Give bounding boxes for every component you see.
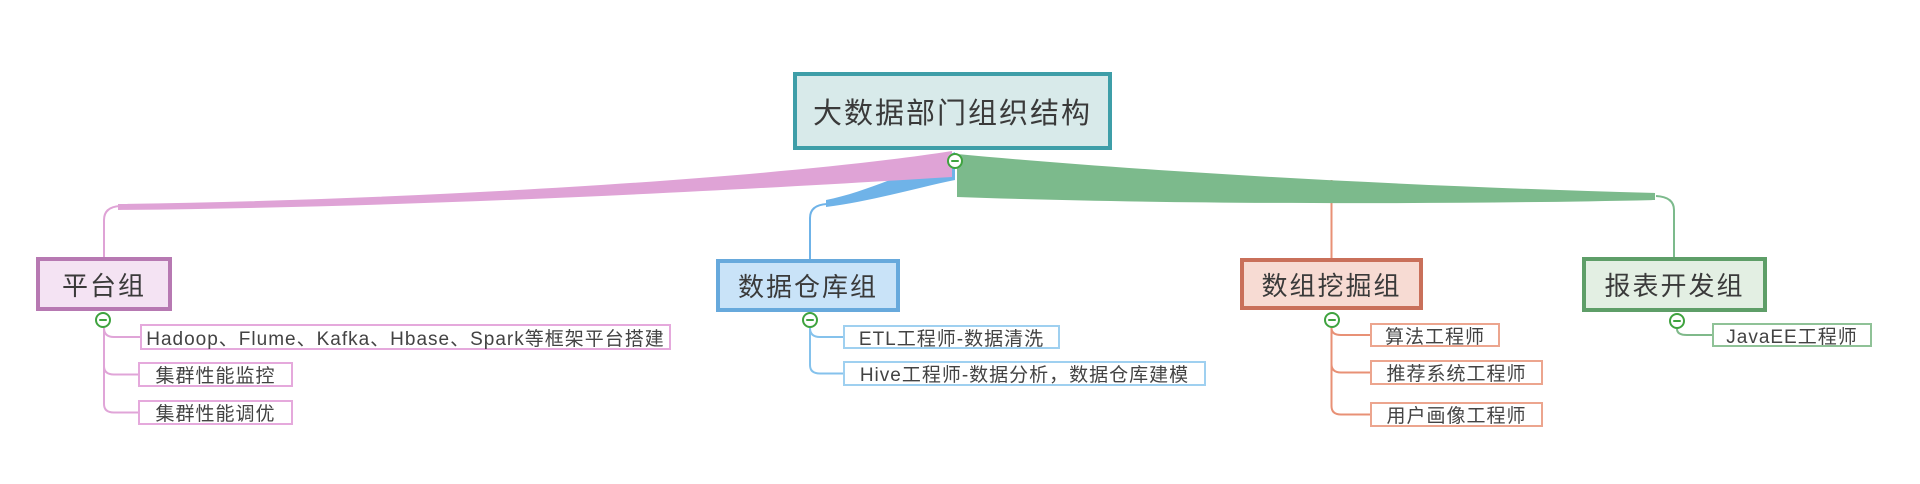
branch-ribbon-warehouse [826, 152, 955, 207]
collapse-button-mining[interactable] [1324, 312, 1340, 328]
leaf-node-platform-3[interactable]: 集群性能调优 [138, 400, 293, 425]
elbow-warehouse-1 [809, 327, 843, 338]
leaf-node-platform-1[interactable]: Hadoop、Flume、Kafka、Hbase、Spark等框架平台搭建 [140, 324, 671, 350]
branch-ribbon-platform [118, 151, 952, 210]
leaf-node-platform-2[interactable]: 集群性能监控 [138, 362, 293, 387]
branch-node-report[interactable]: 报表开发组 [1582, 257, 1767, 312]
elbow-platform-3 [103, 328, 138, 414]
collapse-button-platform[interactable] [95, 312, 111, 328]
leaf-node-report-1[interactable]: JavaEE工程师 [1712, 323, 1872, 348]
collapse-button-root[interactable] [947, 153, 963, 169]
elbow-mining-3 [1330, 328, 1370, 416]
branch-node-warehouse[interactable]: 数据仓库组 [716, 259, 900, 312]
leaf-node-mining-2[interactable]: 推荐系统工程师 [1370, 360, 1543, 385]
elbow-warehouse-2 [809, 328, 843, 375]
leaf-node-mining-1[interactable]: 算法工程师 [1370, 323, 1500, 348]
drop-line-platform [103, 205, 121, 258]
minus-icon [806, 319, 814, 321]
elbow-platform-2 [103, 328, 138, 376]
leaf-node-warehouse-1[interactable]: ETL工程师-数据清洗 [843, 325, 1060, 350]
collapse-button-report[interactable] [1669, 313, 1685, 329]
collapse-button-warehouse[interactable] [802, 312, 818, 328]
drop-line-warehouse [809, 203, 828, 260]
root-node[interactable]: 大数据部门组织结构 [793, 72, 1112, 150]
leaf-node-mining-3[interactable]: 用户画像工程师 [1370, 402, 1543, 427]
branch-node-platform[interactable]: 平台组 [36, 257, 172, 311]
minus-icon [951, 160, 959, 162]
branch-node-mining[interactable]: 数组挖掘组 [1240, 258, 1423, 310]
minus-icon [1328, 319, 1336, 321]
elbow-mining-1 [1330, 327, 1370, 336]
minus-icon [1673, 320, 1681, 322]
minus-icon [99, 319, 107, 321]
drop-line-report [1655, 195, 1675, 258]
elbow-report-1 [1676, 328, 1712, 336]
leaf-node-warehouse-2[interactable]: Hive工程师-数据分析，数据仓库建模 [843, 361, 1206, 386]
elbow-platform-1 [103, 327, 140, 338]
branch-ribbon-report [957, 154, 1655, 204]
